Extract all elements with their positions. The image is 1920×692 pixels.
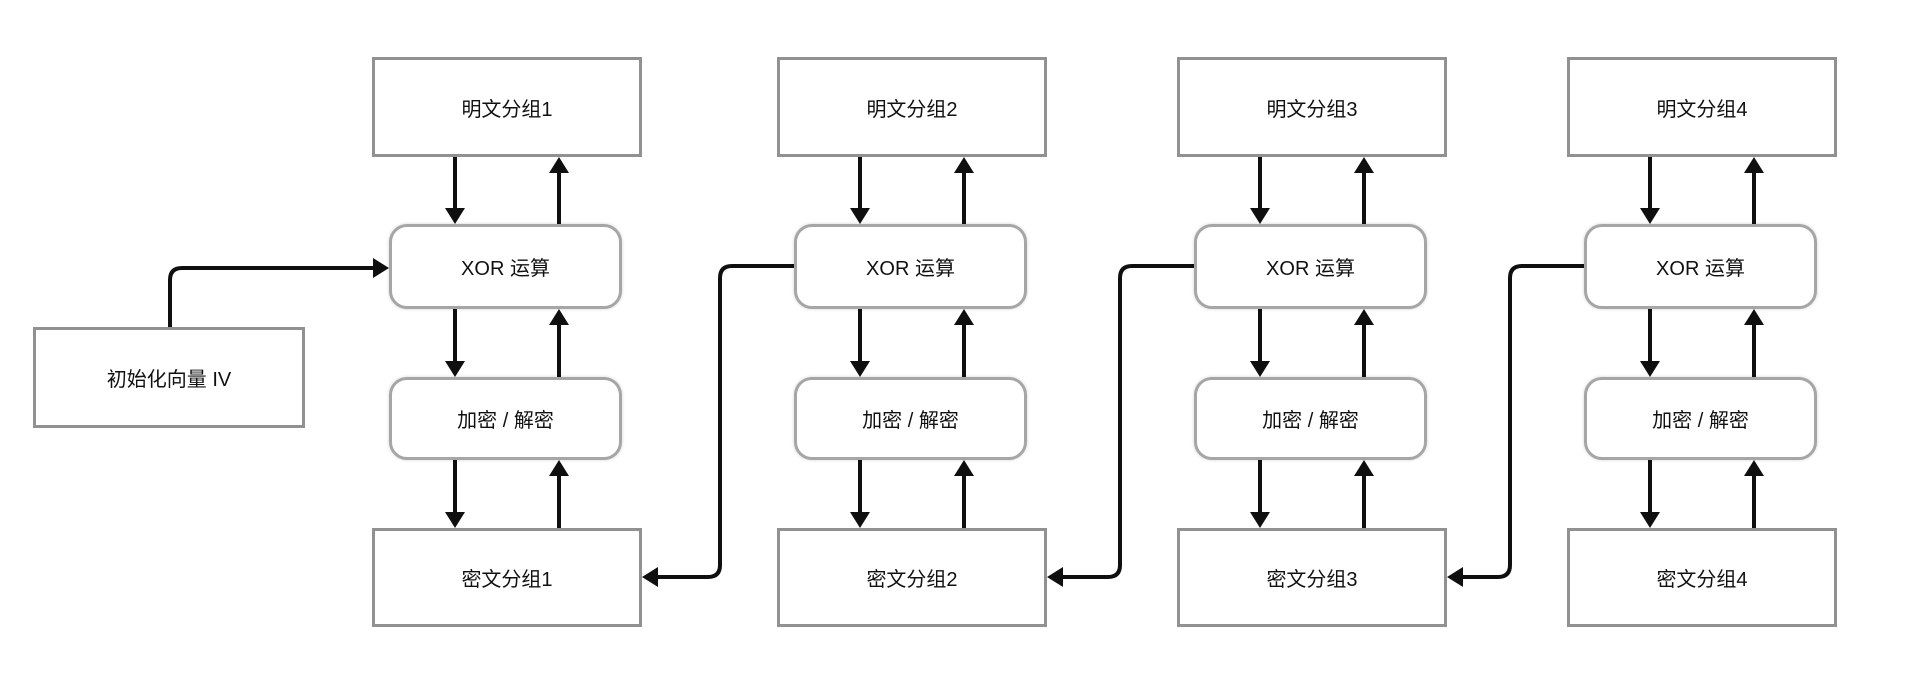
xor-node-1-label: XOR 运算 [461,258,550,280]
plaintext-block-2: 明文分组2 [777,57,1047,157]
chain-connector-arrow-1 [642,264,794,587]
flow-arrow-up-col3-row2 [1354,309,1374,377]
ciphertext-block-2: 密文分组2 [777,528,1047,627]
xor-node-4-label: XOR 运算 [1656,258,1745,280]
encrypt-decrypt-node-3-label: 加密 / 解密 [1262,410,1359,432]
ciphertext-block-4-label: 密文分组4 [1656,569,1748,591]
flow-arrow-down-col2-row2 [850,309,870,377]
flow-arrow-down-col4-row3 [1640,460,1660,528]
encrypt-decrypt-node-3: 加密 / 解密 [1194,377,1427,460]
chain-connector-arrow-3 [1447,264,1584,587]
encrypt-decrypt-node-4: 加密 / 解密 [1584,377,1817,460]
plaintext-block-2-label: 明文分组2 [866,98,958,121]
plaintext-block-1-label: 明文分组1 [461,98,553,121]
flow-arrow-down-col1-row2 [445,309,465,377]
flow-arrow-down-col1-row3 [445,460,465,528]
flow-arrow-up-col2-row3 [954,460,974,528]
flow-arrow-up-col4-row1 [1744,157,1764,224]
xor-node-4: XOR 运算 [1584,224,1817,309]
iv-label: 初始化向量 IV [106,369,232,391]
flow-arrow-up-col1-row1 [549,157,569,224]
encrypt-decrypt-node-1: 加密 / 解密 [389,377,622,460]
ciphertext-block-4: 密文分组4 [1567,528,1837,627]
flow-arrow-down-col3-row2 [1250,309,1270,377]
flow-arrow-down-col2-row1 [850,157,870,224]
plaintext-block-3-label: 明文分组3 [1266,98,1358,121]
flow-arrow-up-col1-row3 [549,460,569,528]
ciphertext-block-1: 密文分组1 [372,528,642,627]
ciphertext-block-1-label: 密文分组1 [461,569,553,591]
iv-connector-arrow [168,258,389,327]
plaintext-block-4: 明文分组4 [1567,57,1837,157]
flow-arrow-down-col1-row1 [445,157,465,224]
plaintext-block-1: 明文分组1 [372,57,642,157]
encrypt-decrypt-node-1-label: 加密 / 解密 [457,410,554,432]
flow-arrow-down-col3-row1 [1250,157,1270,224]
plaintext-block-3: 明文分组3 [1177,57,1447,157]
encrypt-decrypt-node-4-label: 加密 / 解密 [1652,410,1749,432]
encrypt-decrypt-node-2-label: 加密 / 解密 [862,410,959,432]
chain-connector-arrow-2 [1047,264,1194,587]
flow-arrow-up-col2-row2 [954,309,974,377]
flow-arrow-up-col2-row1 [954,157,974,224]
ciphertext-block-3-label: 密文分组3 [1266,569,1358,591]
iv-box: 初始化向量 IV [33,327,305,428]
xor-node-3-label: XOR 运算 [1266,258,1355,280]
xor-node-2: XOR 运算 [794,224,1027,309]
flow-arrow-down-col3-row3 [1250,460,1270,528]
flow-arrow-down-col2-row3 [850,460,870,528]
xor-node-3: XOR 运算 [1194,224,1427,309]
xor-node-2-label: XOR 运算 [866,258,955,280]
flow-arrow-up-col1-row2 [549,309,569,377]
flow-arrow-up-col4-row3 [1744,460,1764,528]
plaintext-block-4-label: 明文分组4 [1656,98,1748,121]
xor-node-1: XOR 运算 [389,224,622,309]
ciphertext-block-3: 密文分组3 [1177,528,1447,627]
flow-arrow-down-col4-row2 [1640,309,1660,377]
encrypt-decrypt-node-2: 加密 / 解密 [794,377,1027,460]
flow-arrow-up-col3-row3 [1354,460,1374,528]
flow-arrow-down-col4-row1 [1640,157,1660,224]
flow-arrow-up-col4-row2 [1744,309,1764,377]
flow-arrow-up-col3-row1 [1354,157,1374,224]
ciphertext-block-2-label: 密文分组2 [866,569,958,591]
